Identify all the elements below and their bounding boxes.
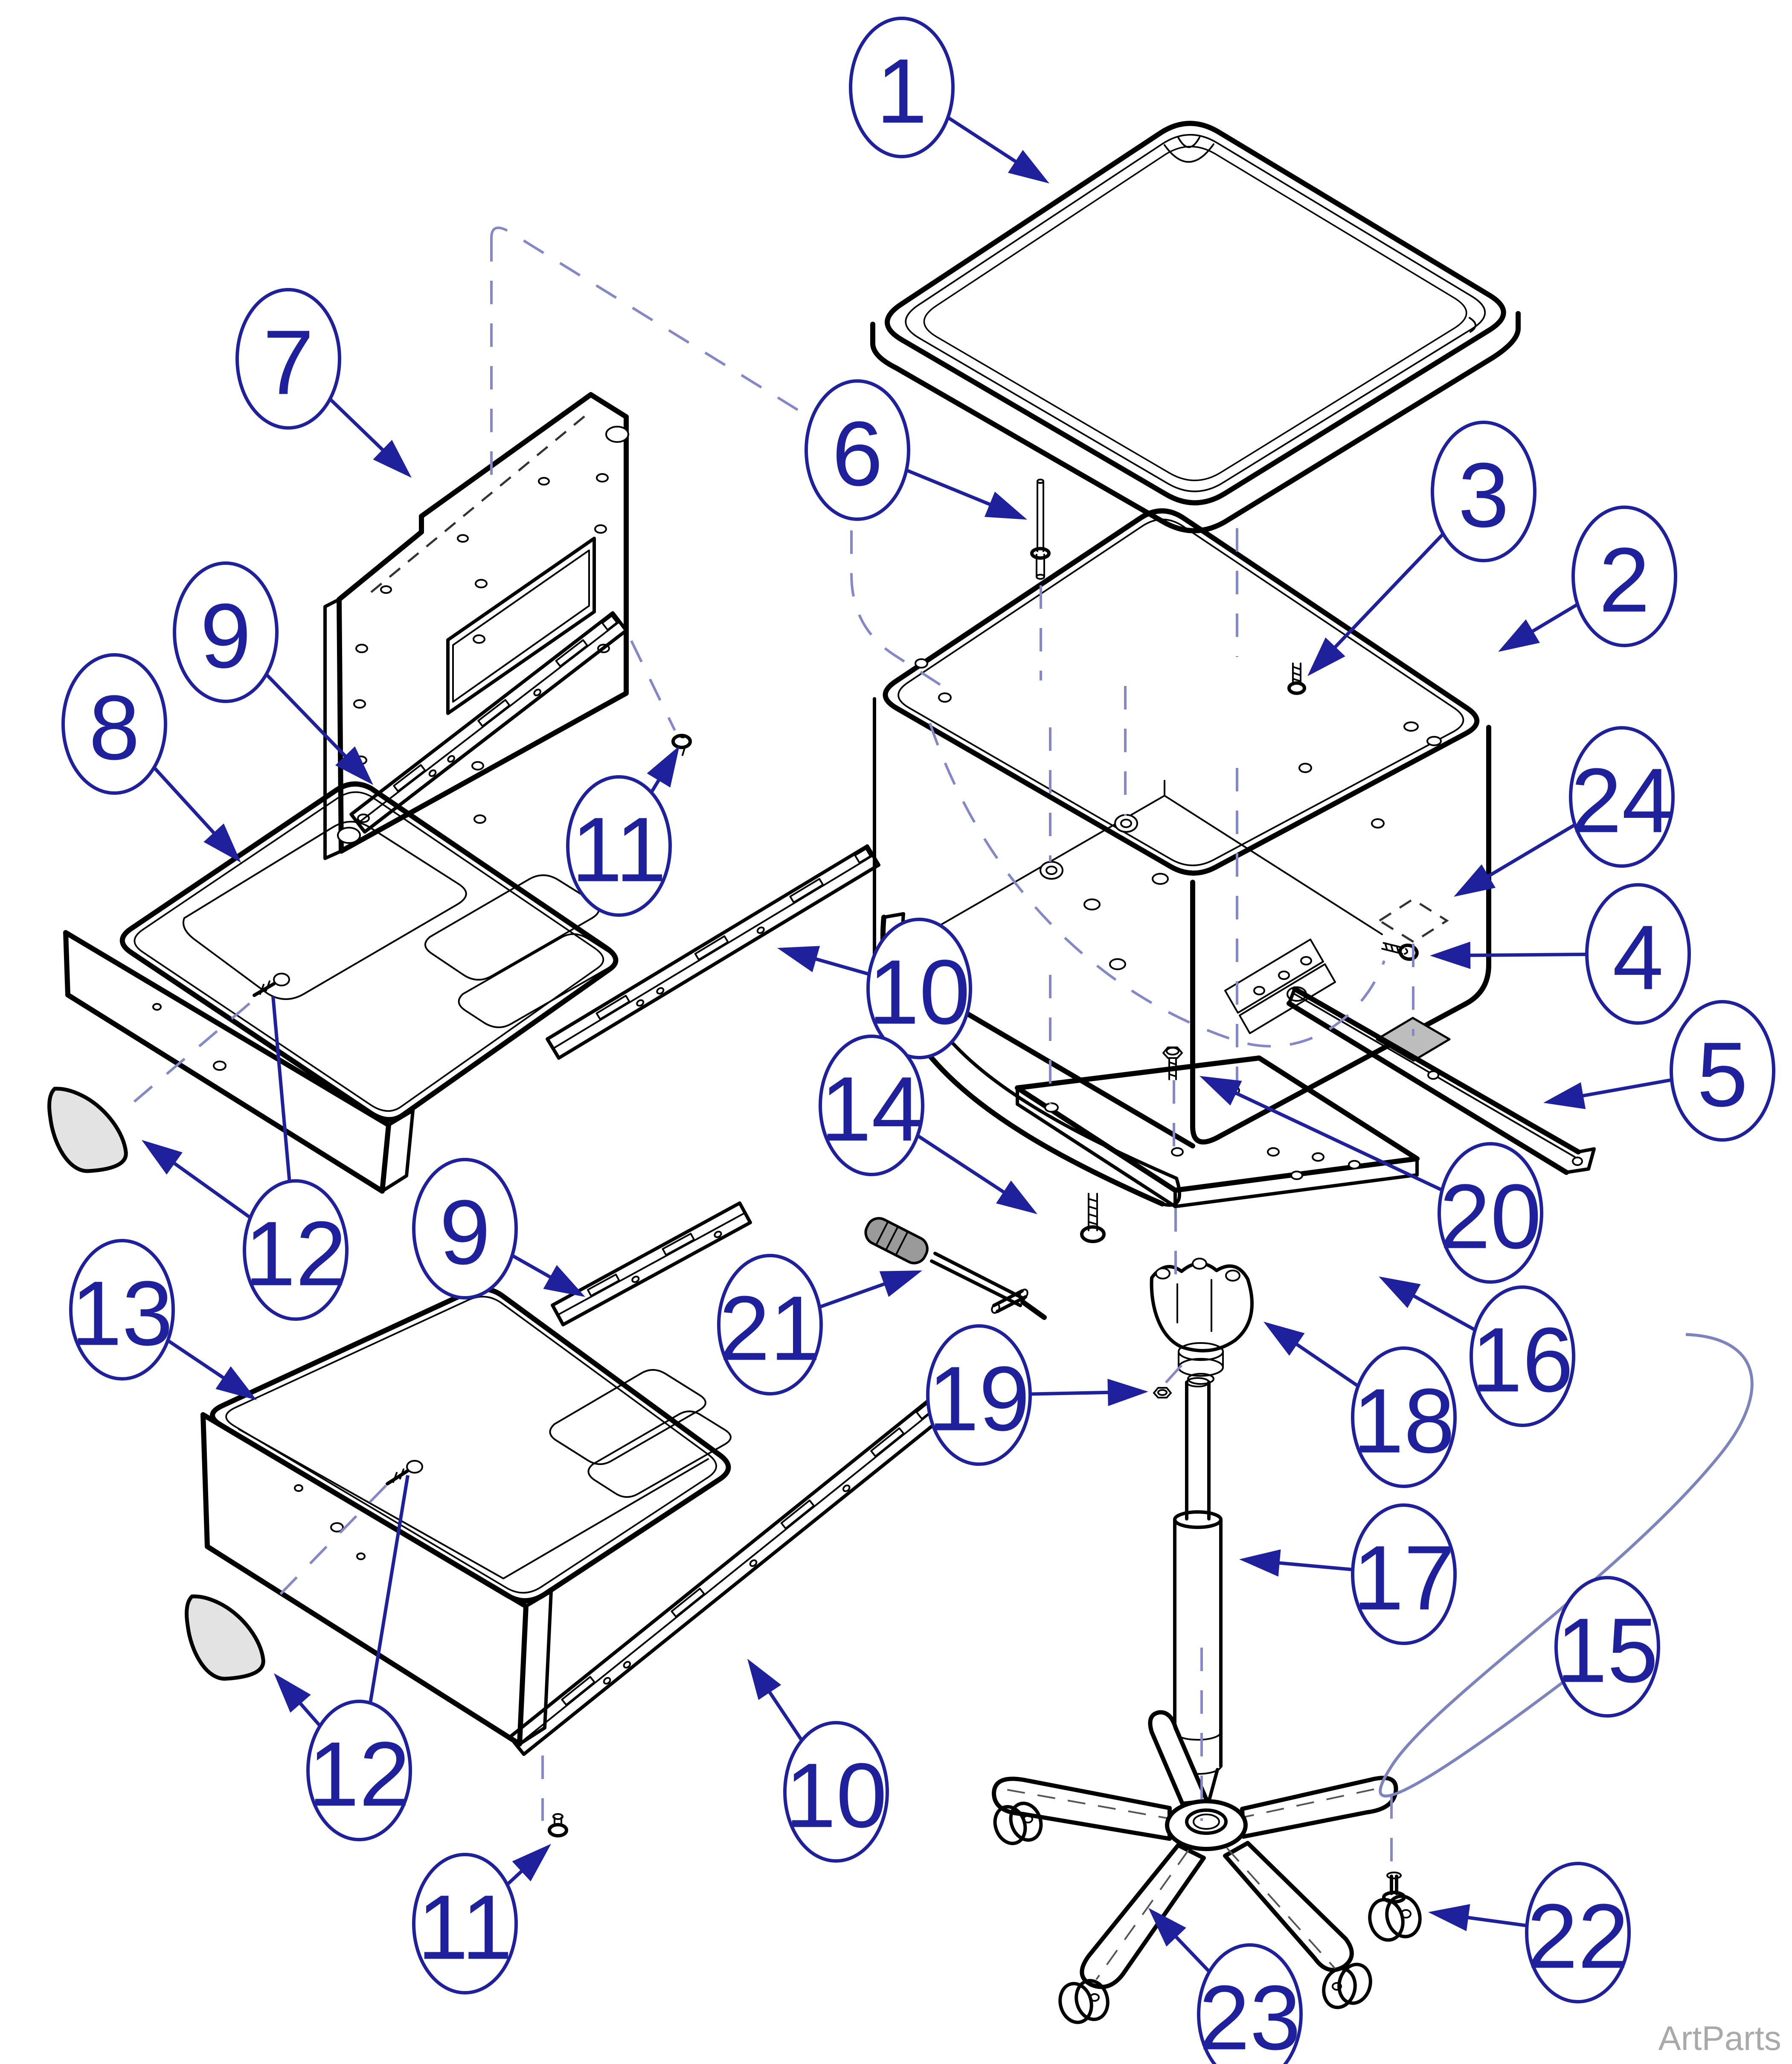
part-caster-detached [1368,1872,1422,1942]
callout-3: 3 [1307,421,1536,676]
callout-label-4: 4 [1612,906,1664,1009]
callout-label-3: 3 [1458,444,1509,547]
callout-19: 19 [926,1324,1148,1466]
part-shallow-drawer [63,781,619,1194]
caster-lower-right [1322,1962,1372,2009]
callout-label-14: 14 [820,1058,922,1160]
callout-label-1: 1 [876,40,927,142]
callout-label-22: 22 [1527,1885,1629,1988]
part-slide-rail-10-mid [546,844,881,1060]
callout-label-10: 10 [868,941,970,1044]
callout-12: 12 [274,1475,412,1841]
callout-label-24: 24 [1571,749,1673,852]
callout-10: 10 [777,918,972,1059]
callout-5: 5 [1543,1000,1775,1142]
callout-label-7: 7 [263,311,314,414]
part-mounting-plate [1015,1055,1420,1208]
callout-label-16: 16 [1471,1308,1573,1411]
caster-lower-left [1058,1979,1109,2024]
part-star-base [992,1710,1398,2024]
callout-label-9: 9 [200,584,251,687]
callout-21: 21 [717,1254,922,1395]
callout-20: 20 [1200,1076,1543,1284]
callout-label-12: 12 [308,1723,410,1826]
callout-2: 2 [1498,506,1677,652]
part-spider-casting [1150,1258,1254,1385]
callout-12: 12 [142,996,349,1321]
callout-10: 10 [747,1659,889,1863]
callout-14: 14 [819,1035,1037,1214]
callout-11: 11 [566,746,680,917]
callout-label-20: 20 [1439,1165,1541,1268]
callout-label-10: 10 [785,1744,887,1847]
part-slide-rail-9-upper [349,611,628,834]
callout-label-6: 6 [832,402,883,505]
part-screw-3 [1287,663,1306,695]
callout-label-2: 2 [1599,529,1650,631]
part-handle-lower [185,1594,265,1681]
callout-label-8: 8 [89,676,140,779]
callout-label-9: 9 [439,1181,491,1284]
part-cabinet-shell [873,508,1491,1207]
callout-label-5: 5 [1697,1023,1748,1126]
part-screwdriver [864,1217,1047,1320]
callout-15: 15 [1379,1333,1754,1798]
callout-17: 17 [1239,1503,1457,1645]
callout-9: 9 [412,1158,585,1299]
part-support-bar [1287,986,1596,1175]
callout-1: 1 [849,17,1049,183]
callout-6: 6 [805,379,1027,521]
part-tray-top [870,121,1521,533]
callout-24: 24 [1454,726,1675,897]
caster-left [993,1802,1043,1845]
callout-label-12: 12 [244,1202,346,1305]
callout-22: 22 [1428,1862,1631,2003]
part-bolt-20 [1162,1047,1183,1080]
part-pad [1376,1017,1451,1062]
part-screw-11-lower [548,1813,568,1837]
callout-23: 23 [1148,1908,1303,2064]
part-nut-19 [1153,1387,1172,1398]
part-handle-upper [47,1087,128,1173]
callout-label-11: 11 [417,1876,512,1979]
watermark: ArtParts [1658,2019,1781,2057]
part-slide-rail-9-mid [551,1201,752,1326]
callout-label-15: 15 [1556,1599,1658,1702]
part-screw-4 [1381,942,1419,961]
part-deep-drawer [200,1286,732,1747]
part-pin-6 [1030,479,1051,580]
callout-9: 9 [173,561,373,785]
callout-label-11: 11 [571,798,666,901]
callout-label-23: 23 [1199,1966,1301,2064]
callout-4: 4 [1430,883,1691,1025]
callout-label-21: 21 [719,1277,821,1380]
callout-11: 11 [412,1844,551,1994]
callout-label-19: 19 [928,1347,1030,1450]
part-screw-14 [1080,1193,1106,1243]
callout-label-18: 18 [1353,1369,1455,1472]
callout-13: 13 [69,1239,257,1400]
callout-18: 18 [1263,1322,1457,1488]
callout-16: 16 [1379,1276,1575,1427]
callout-7: 7 [235,288,412,478]
callout-8: 8 [61,653,241,863]
callout-label-17: 17 [1353,1526,1455,1629]
callout-label-13: 13 [71,1262,173,1365]
